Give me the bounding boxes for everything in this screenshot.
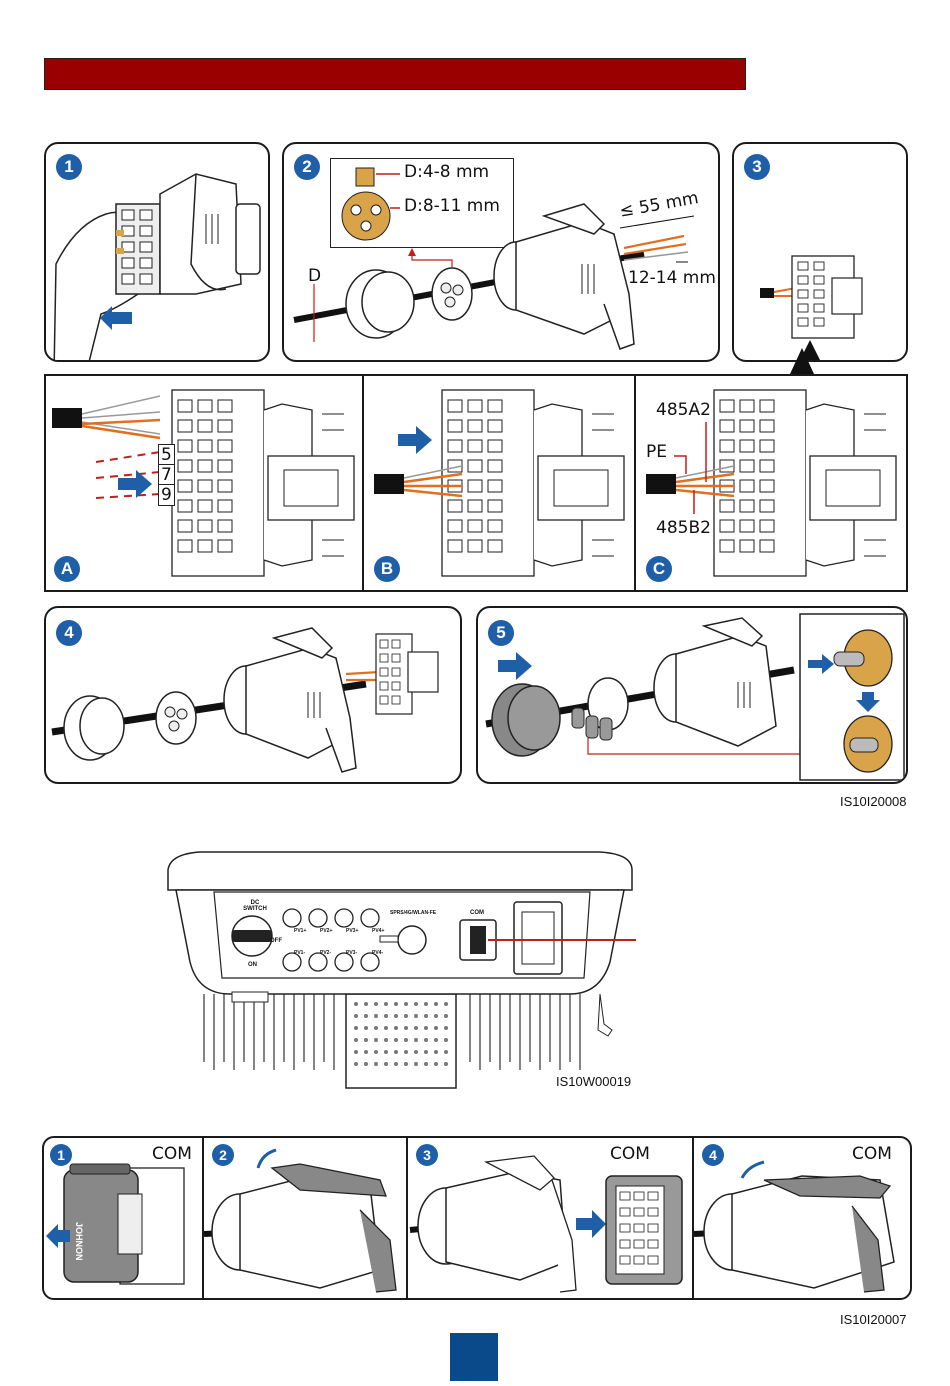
bottom-step-badge-1: 1 — [50, 1144, 72, 1166]
com-label: COM — [152, 1144, 192, 1164]
bottom-step-badge-2: 2 — [212, 1144, 234, 1166]
bottom-step-badge-4: 4 — [702, 1144, 724, 1166]
com-label: COM — [852, 1144, 892, 1164]
com-label: COM — [610, 1144, 650, 1164]
page-number-marker — [450, 1333, 498, 1381]
brand-label: JOHNON — [74, 1222, 84, 1261]
bottom-step-badge-3: 3 — [416, 1144, 438, 1166]
figure-code-bottom: IS10I20007 — [840, 1312, 907, 1327]
